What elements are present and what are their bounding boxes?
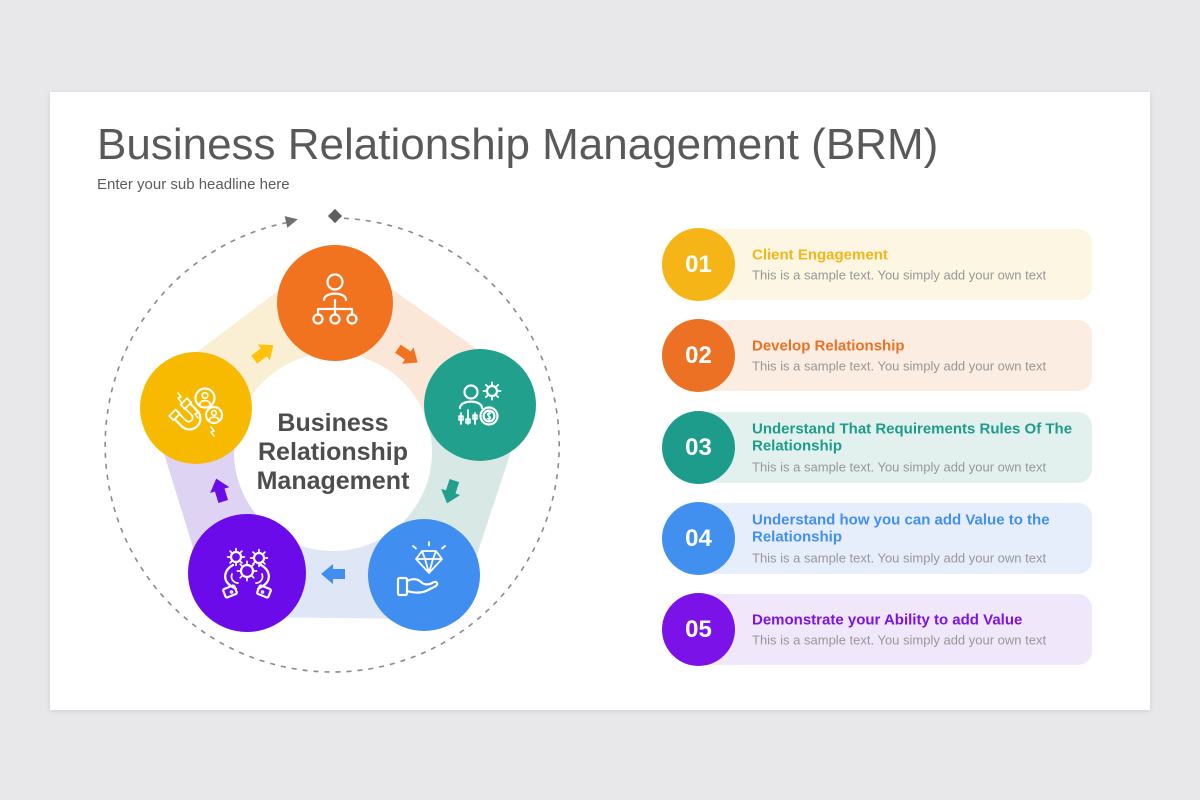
list-item-02-number-badge: 02 xyxy=(662,319,735,392)
hand-holding-diamond-icon xyxy=(396,541,446,597)
list-item-01: 01 Client Engagement This is a sample te… xyxy=(662,228,1092,301)
list-item-03-description: This is a sample text. You simply add yo… xyxy=(752,459,1047,475)
list-item-01-number-badge: 01 xyxy=(662,228,735,301)
list-item-02-title: Develop Relationship xyxy=(752,336,905,354)
center-title-line2: Relationship xyxy=(258,438,408,466)
center-title-line1: Business xyxy=(277,409,388,437)
list-item-04-description: This is a sample text. You simply add yo… xyxy=(752,550,1047,566)
list-item-04-background xyxy=(684,503,1092,574)
list-item-03: 03 Understand That Requirements Rules Of… xyxy=(662,411,1092,484)
person-org-chart-icon xyxy=(312,273,358,325)
list-item-02-description: This is a sample text. You simply add yo… xyxy=(752,358,1047,374)
list-item-01-description: This is a sample text. You simply add yo… xyxy=(752,267,1047,283)
arrow-orange-to-teal-icon xyxy=(395,344,418,364)
arrow-teal-to-blue-icon xyxy=(441,478,461,504)
list-item-02-background xyxy=(684,320,1092,391)
hands-holding-gears-icon xyxy=(222,547,272,599)
arrow-yellow-to-orange-icon xyxy=(251,344,274,364)
list-item-03-number-badge: 03 xyxy=(662,411,735,484)
list-item-05-background xyxy=(684,594,1092,665)
cycle-start-diamond-icon xyxy=(327,208,343,224)
list-item-04-number-badge: 04 xyxy=(662,502,735,575)
list-item-03-background xyxy=(684,412,1092,483)
list-item-02: 02 Develop Relationship This is a sample… xyxy=(662,319,1092,392)
list-item-02-text: Develop Relationship This is a sample te… xyxy=(752,337,1080,374)
list-item-03-text: Understand That Requirements Rules Of Th… xyxy=(752,420,1080,475)
list-item-01-background xyxy=(684,229,1092,300)
list-item-05-number-badge: 05 xyxy=(662,593,735,666)
list-item-04: 04 Understand how you can add Value to t… xyxy=(662,502,1092,575)
cycle-arrows xyxy=(210,344,461,584)
list-item-03-title: Understand That Requirements Rules Of Th… xyxy=(752,420,1073,455)
list-item-04-text: Understand how you can add Value to the … xyxy=(752,511,1080,566)
list-item-04-title: Understand how you can add Value to the … xyxy=(752,511,1050,546)
list-item-01-title: Client Engagement xyxy=(752,245,888,263)
arrow-purple-to-yellow-icon xyxy=(210,478,230,503)
node-circle-process-gears xyxy=(188,514,306,632)
node-circle-value-delivery xyxy=(368,519,480,631)
arrow-blue-to-purple-icon xyxy=(321,564,345,584)
list-item-05-description: This is a sample text. You simply add yo… xyxy=(752,632,1047,648)
center-title-line3: Management xyxy=(257,467,410,495)
magnet-attracting-people-icon xyxy=(168,387,224,437)
person-gear-money-icon xyxy=(458,381,502,426)
page-subtitle: Enter your sub headline here xyxy=(97,176,290,193)
list-item-05-title: Demonstrate your Ability to add Value xyxy=(752,610,1023,628)
center-title: Business Relationship Management xyxy=(257,409,410,495)
center-circle xyxy=(234,353,432,551)
list-item-05: 05 Demonstrate your Ability to add Value… xyxy=(662,593,1092,666)
page-title: Business Relationship Management (BRM) xyxy=(97,120,939,169)
brm-cycle-diagram: Business Relationship Management xyxy=(104,208,560,673)
list-item-01-text: Client Engagement This is a sample text.… xyxy=(752,246,1080,283)
list-item-05-text: Demonstrate your Ability to add Value Th… xyxy=(752,611,1080,648)
dashed-cycle-circle xyxy=(104,217,560,673)
cycle-arrowhead-icon xyxy=(284,216,298,228)
